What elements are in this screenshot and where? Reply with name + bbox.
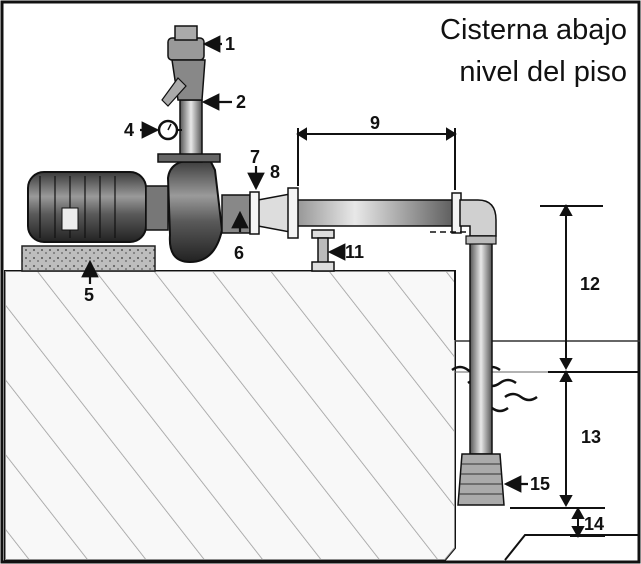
callout-label-2: 2: [236, 92, 247, 112]
water-surface: [451, 365, 538, 413]
diagram-title-line-2: nivel del piso: [459, 56, 627, 88]
vertical-suction-pipe: [469, 235, 493, 455]
motor-base: [21, 245, 156, 272]
valve-top: [167, 37, 205, 61]
callout-label-9: 9: [370, 113, 381, 133]
reducer: [257, 193, 291, 233]
dimension-9: [296, 127, 457, 190]
flange-8: [287, 187, 299, 239]
callout-label-12: 12: [580, 274, 601, 294]
callout-label-1: 1: [225, 34, 236, 54]
callout-label-11: 11: [345, 242, 365, 262]
callout-arrows: [81, 35, 528, 493]
pipe-support: [311, 229, 335, 239]
pump-casing: [166, 159, 224, 264]
foot-valve: [457, 453, 505, 506]
motor-body: [27, 171, 147, 243]
callout-label-7: 7: [250, 147, 261, 167]
discharge-flange: [157, 153, 221, 163]
callout-label-4: 4: [124, 120, 135, 140]
callout-label-13: 13: [581, 427, 602, 447]
cistern-bottom: [504, 534, 640, 561]
dimension-12-13-14: [510, 203, 640, 539]
callout-label-15: 15: [530, 474, 551, 494]
callout-label-8: 8: [270, 162, 281, 182]
elbow-fitting: [459, 199, 497, 237]
callout-label-5: 5: [84, 285, 95, 305]
callout-label-6: 6: [234, 243, 245, 263]
callout-label-14: 14: [584, 514, 605, 534]
discharge-pipe: [179, 99, 203, 163]
flange-7: [249, 191, 260, 235]
diagram-title-line-1: Cisterna abajo: [440, 14, 627, 46]
